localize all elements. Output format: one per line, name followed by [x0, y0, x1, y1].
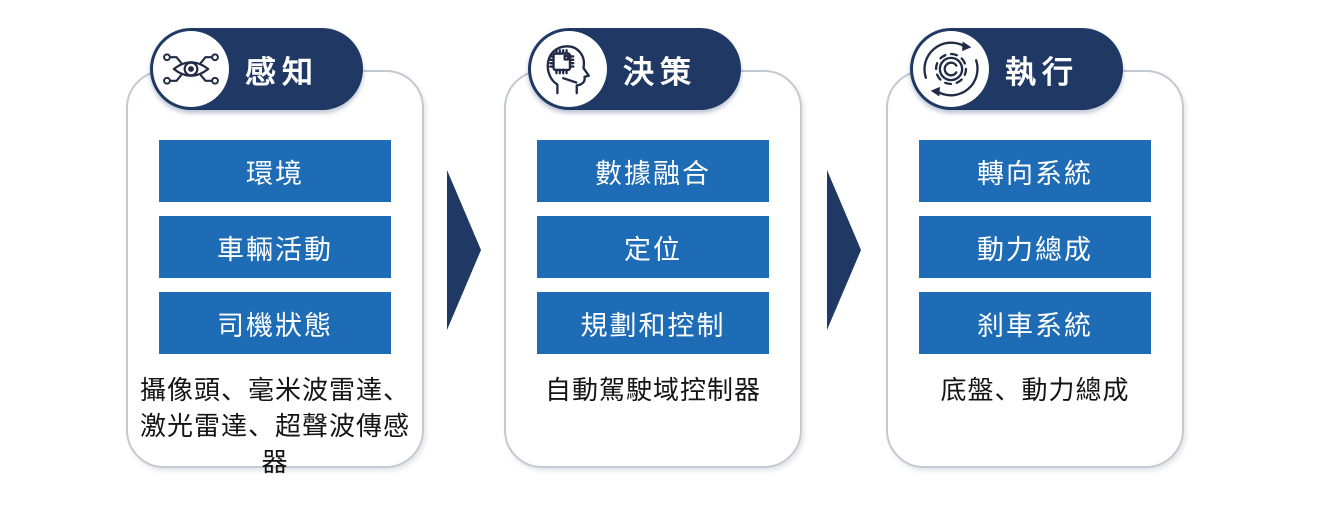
stage-card-perception: 感知 環境 車輛活動 司機狀態 攝像頭、毫米波雷達、 激光雷達、超聲波傳感器 — [126, 28, 424, 477]
stage-header-perception: 感知 — [150, 28, 363, 110]
item-box: 刹車系統 — [919, 292, 1151, 354]
stage-header-decision: 決策 — [528, 28, 741, 110]
stage-items: 環境 車輛活動 司機狀態 — [128, 72, 422, 354]
head-chip-icon — [546, 45, 590, 95]
item-box: 環境 — [159, 140, 391, 202]
stage-card-execution: 執行 轉向系統 動力總成 刹車系統 底盤、動力總成 — [886, 28, 1184, 468]
stage-title: 執行 — [1005, 54, 1079, 90]
item-box: 動力總成 — [919, 216, 1151, 278]
stage-card-decision: 決策 數據融合 定位 規劃和控制 自動駕駛域控制器 — [504, 28, 802, 468]
stage-items: 轉向系統 動力總成 刹車系統 — [888, 72, 1182, 354]
flow-arrow-right-icon — [447, 170, 481, 330]
icon-circle — [153, 31, 229, 107]
stage-title: 感知 — [245, 54, 319, 90]
stage-caption: 攝像頭、毫米波雷達、 激光雷達、超聲波傳感器 — [128, 373, 422, 481]
gear-cycle-icon — [923, 41, 979, 97]
item-box: 定位 — [537, 216, 769, 278]
item-box: 數據融合 — [537, 140, 769, 202]
stage-caption: 底盤、動力總成 — [888, 373, 1182, 409]
item-box: 車輛活動 — [159, 216, 391, 278]
eye-network-icon — [163, 53, 219, 85]
caption-line: 自動駕駛域控制器 — [544, 376, 761, 405]
item-box: 規劃和控制 — [537, 292, 769, 354]
stage-header-execution: 執行 — [910, 28, 1123, 110]
stage-items: 數據融合 定位 規劃和控制 — [506, 72, 800, 354]
item-box: 轉向系統 — [919, 140, 1151, 202]
caption-line: 底盤、動力總成 — [940, 376, 1130, 405]
item-box: 司機狀態 — [159, 292, 391, 354]
flow-arrow-right-icon — [827, 170, 861, 330]
stage-title: 決策 — [623, 54, 697, 90]
caption-line: 攝像頭、毫米波雷達、 — [139, 376, 410, 405]
icon-circle — [913, 31, 989, 107]
stage-caption: 自動駕駛域控制器 — [506, 373, 800, 409]
caption-line: 激光雷達、超聲波傳感器 — [139, 412, 410, 477]
icon-circle — [531, 31, 607, 107]
